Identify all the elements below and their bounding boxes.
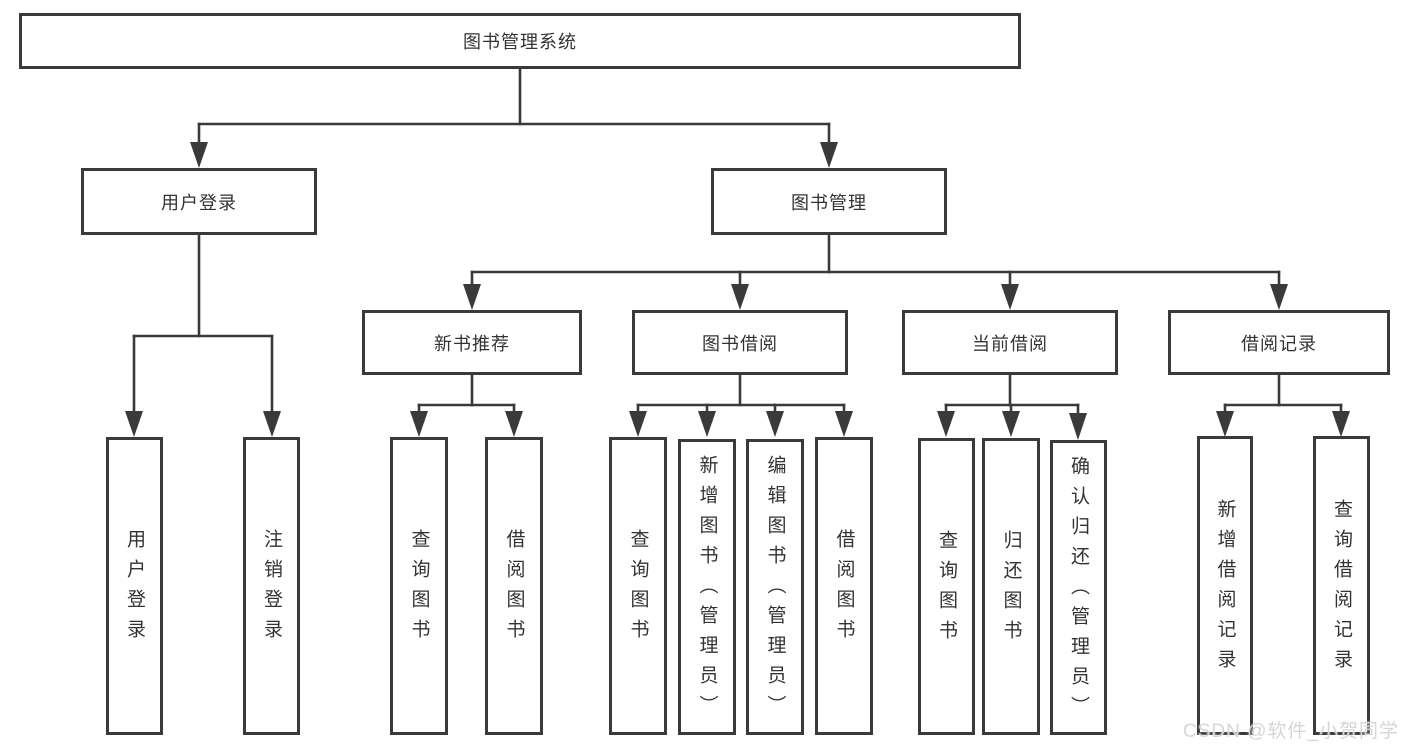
leaf-newbook-borrow-book: 借阅图书 xyxy=(485,437,543,735)
connector-borrow-record-children xyxy=(1216,373,1350,437)
leaf-newbook-query-book: 查询图书 xyxy=(390,437,448,735)
connector-book-borrow-children xyxy=(629,373,853,437)
leaf-logout: 注销登录 xyxy=(243,437,300,735)
connector-user-login-children xyxy=(125,233,281,437)
leaf-query-borrow-record: 查询借阅记录 xyxy=(1313,436,1370,735)
connector-new-book-children xyxy=(410,373,523,437)
node-user-login-branch: 用户登录 xyxy=(81,168,317,235)
leaf-borrow-book: 借阅图书 xyxy=(815,437,873,735)
node-book-management-branch: 图书管理 xyxy=(711,168,947,235)
leaf-add-borrow-record: 新增借阅记录 xyxy=(1197,436,1253,735)
leaf-current-query-book: 查询图书 xyxy=(918,438,975,735)
node-book-borrow: 图书借阅 xyxy=(632,310,848,375)
leaf-edit-book-admin: 编辑图书（管理员） xyxy=(746,439,804,735)
node-new-book-recommend: 新书推荐 xyxy=(362,310,582,375)
node-current-borrow: 当前借阅 xyxy=(902,310,1118,375)
connector-current-borrow-children xyxy=(937,373,1087,440)
leaf-add-book-admin: 新增图书（管理员） xyxy=(678,439,736,735)
leaf-confirm-return-admin: 确认归还（管理员） xyxy=(1050,440,1107,735)
node-root-system: 图书管理系统 xyxy=(19,13,1021,69)
connector-book-mgmt-modules xyxy=(463,233,1288,310)
leaf-borrow-query-book: 查询图书 xyxy=(609,437,667,735)
node-borrow-record: 借阅记录 xyxy=(1168,310,1390,375)
csdn-watermark: CSDN @软件_小贺同学 xyxy=(1183,721,1399,742)
leaf-user-login: 用户登录 xyxy=(106,437,163,735)
connector-root-to-branches xyxy=(190,67,838,168)
leaf-return-book: 归还图书 xyxy=(982,438,1040,735)
